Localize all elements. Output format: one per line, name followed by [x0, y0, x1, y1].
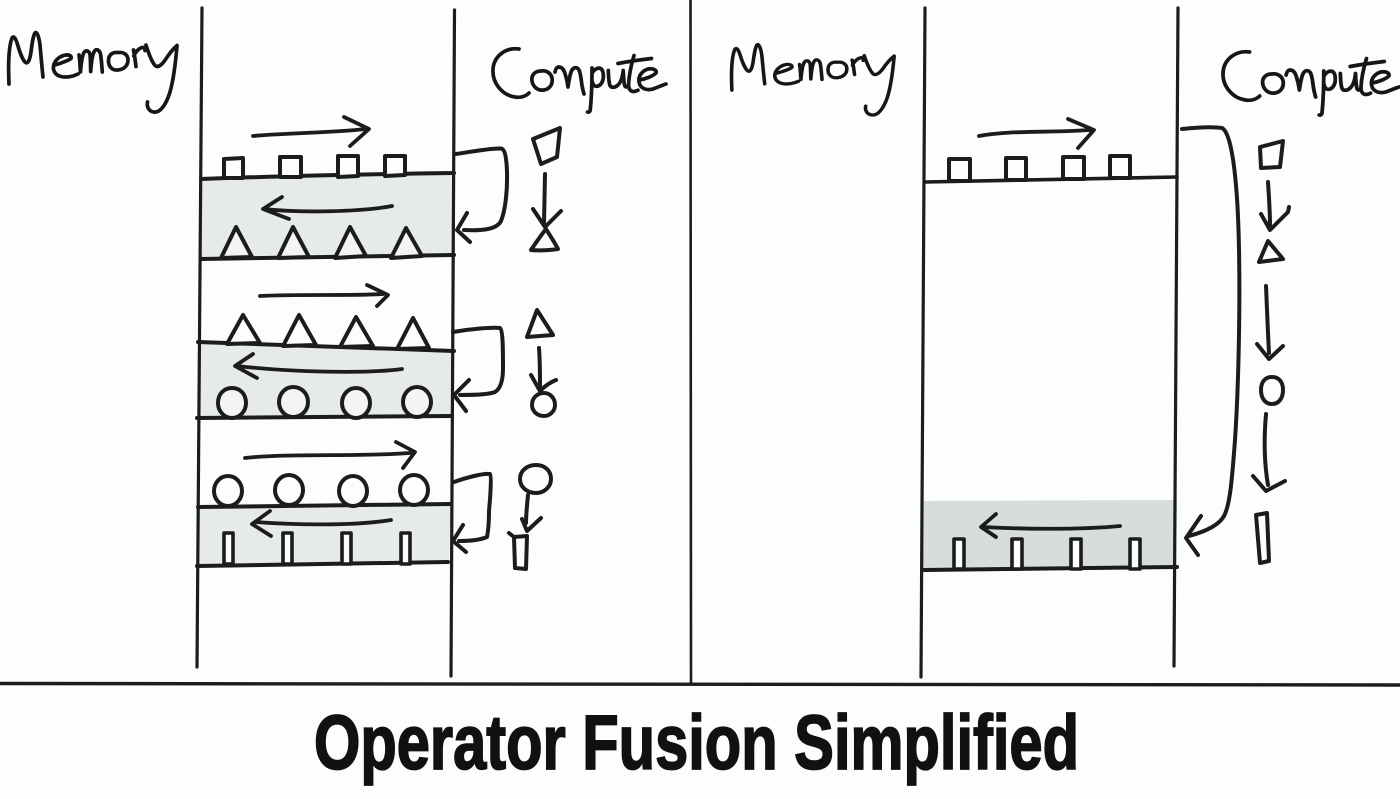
svg-text:Operator Fusion Simplified: Operator Fusion Simplified [314, 700, 1079, 786]
